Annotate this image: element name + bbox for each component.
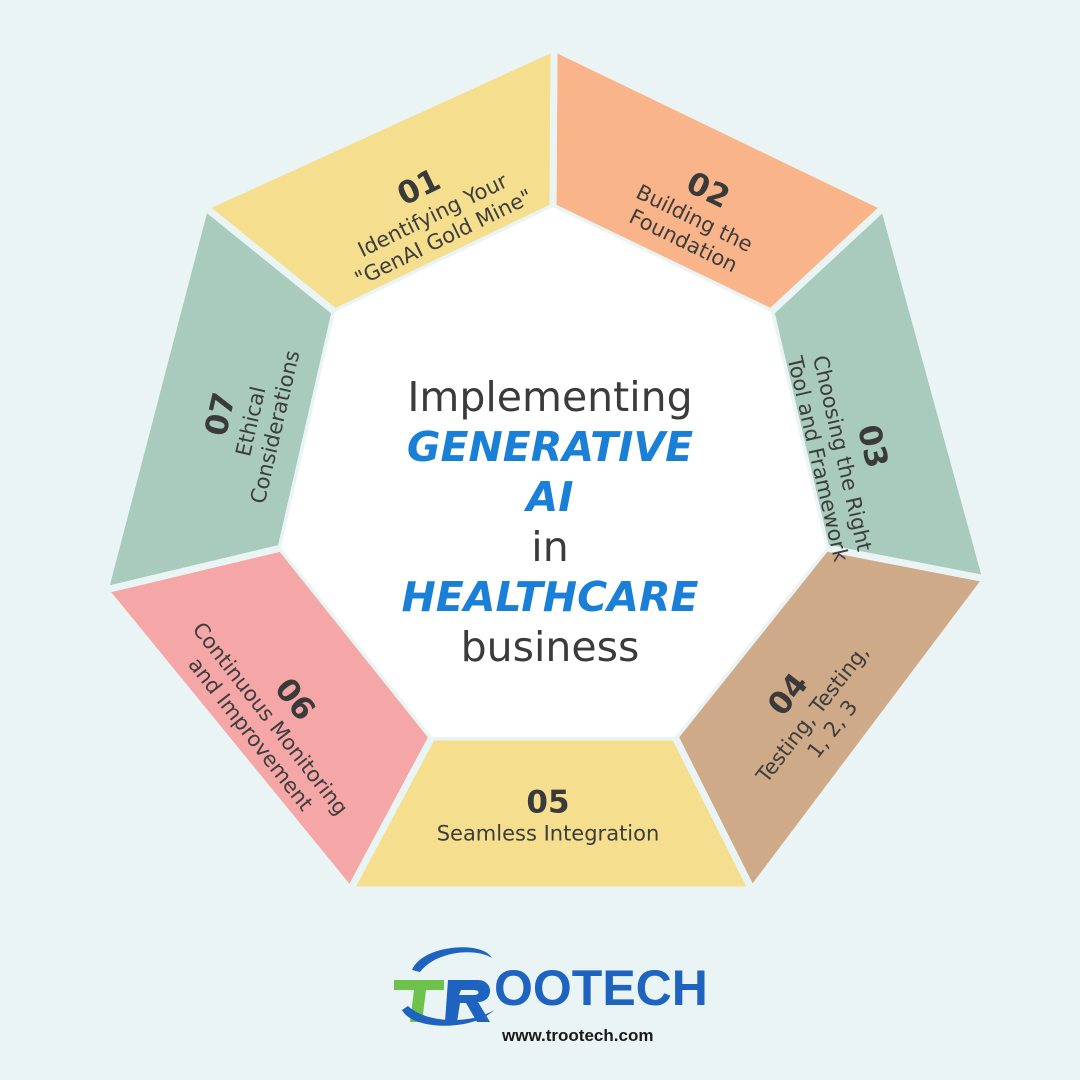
center-panel	[281, 207, 826, 737]
center-title: Implementing GENERATIVE AI in HEALTHCARE…	[380, 372, 720, 672]
segment-title-line: Seamless Integration	[436, 821, 660, 846]
center-title-genai: GENERATIVE AI	[406, 423, 694, 521]
center-title-business: business	[460, 623, 640, 671]
center-title-in: in	[531, 523, 569, 571]
center-title-line1: Implementing	[407, 373, 693, 421]
center-title-healthcare: HEALTHCARE	[401, 573, 699, 621]
segment-number: 05	[526, 784, 570, 821]
logo-swoosh-icon	[394, 947, 494, 1026]
website-url: www.trootech.com	[502, 1026, 654, 1045]
trootech-logo: OOTECH www.trootech.com	[382, 940, 712, 1050]
logo-wordmark: OOTECH	[494, 960, 708, 1016]
